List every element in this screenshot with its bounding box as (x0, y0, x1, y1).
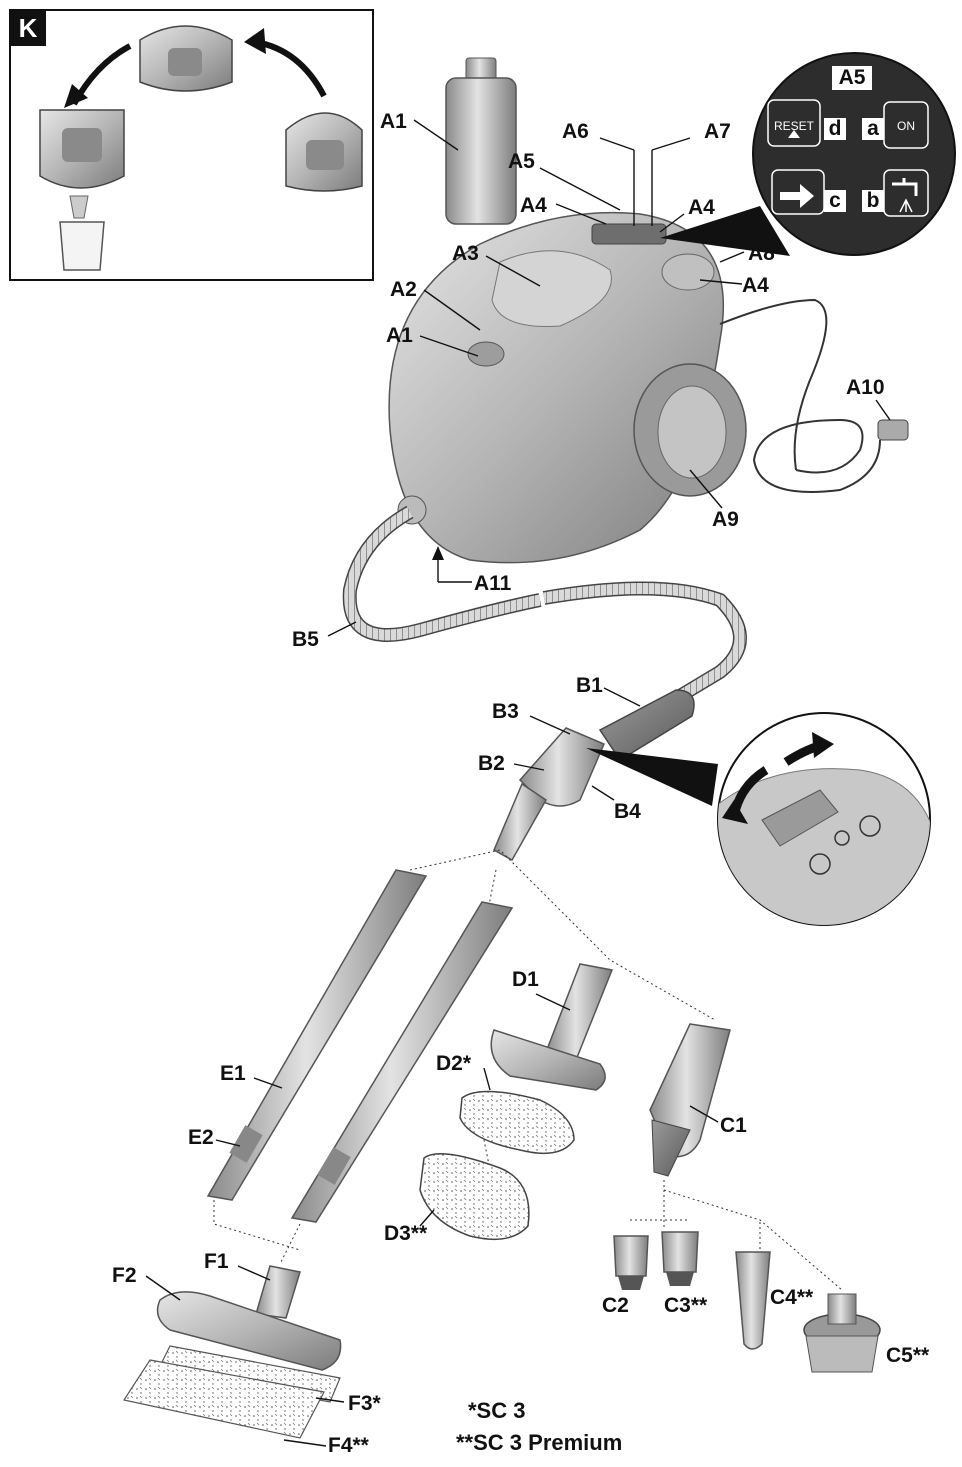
label-b3: B3 (492, 700, 519, 723)
label-a8: A8 (748, 242, 775, 265)
safety-lock-cap (467, 341, 505, 367)
inset-k-badge (10, 10, 46, 46)
label-a5: A5 (508, 150, 535, 173)
floor-nozzle-joint (255, 1265, 301, 1319)
label-a9: A9 (712, 508, 739, 531)
inset-k-box: K (9, 9, 374, 281)
label-a11: A11 (474, 572, 512, 595)
terry-cover-d2 (459, 1090, 575, 1155)
panel-title-badge (832, 66, 872, 90)
label-c3: C3** (664, 1294, 708, 1317)
steam-cleaner-unit (388, 211, 747, 564)
label-b4: B4 (614, 800, 641, 823)
label-a10: A10 (846, 376, 885, 399)
panel-zoom: A5 RESET d a ON c b (660, 52, 956, 256)
label-a2: A2 (390, 278, 417, 301)
assembly-guides (213, 849, 843, 1291)
unit-tilted-view (39, 109, 125, 271)
label-d3: D3** (384, 1222, 428, 1245)
inset-k-letter: K (19, 13, 38, 43)
label-a1-body: A1 (386, 324, 413, 347)
switch-zoom (586, 712, 931, 926)
reset-text: RESET (774, 119, 815, 133)
unlock-icon (859, 815, 881, 837)
extension-tubes (206, 869, 514, 1223)
detail-nozzle (649, 1023, 731, 1177)
power-cord (719, 298, 909, 493)
panel-title: A5 (839, 66, 866, 89)
label-b2: B2 (478, 752, 505, 775)
gun-nozzle (493, 782, 547, 862)
power-nozzle-c4 (735, 1251, 771, 1350)
leader-lines (145, 119, 891, 1447)
key-a: a (867, 117, 879, 140)
label-b1: B1 (576, 674, 603, 697)
label-a4-right: A4 (742, 274, 769, 297)
key-d: d (829, 117, 842, 140)
filter-cartridge (445, 57, 517, 225)
steam-hose (342, 505, 747, 703)
microfibre-cover-d3 (419, 1153, 530, 1241)
extension-tube-2 (290, 901, 514, 1223)
label-a4-top: A4 (688, 196, 715, 219)
lock-switch (761, 789, 839, 847)
label-c2: C2 (602, 1294, 629, 1317)
steam-low-icon (834, 830, 850, 846)
gun-handle (598, 689, 695, 762)
label-e1: E1 (220, 1062, 246, 1085)
model-legend: *SC 3 **SC 3 Premium (456, 1398, 622, 1455)
label-c5: C5** (886, 1344, 930, 1367)
legend-sc3: *SC 3 (468, 1398, 525, 1423)
tap-icon (892, 178, 918, 196)
label-c4: C4** (770, 1286, 814, 1309)
label-a7: A7 (704, 120, 731, 143)
control-panel (591, 223, 667, 245)
key-b: b (867, 189, 880, 212)
label-c1: C1 (720, 1114, 747, 1137)
label-a6: A6 (562, 120, 589, 143)
power-plug-icon (877, 419, 909, 441)
unit-upside-down-view (139, 25, 233, 92)
label-e2: E2 (188, 1126, 214, 1149)
on-text: ON (897, 119, 915, 133)
label-a3: A3 (452, 242, 479, 265)
extension-tube-e1 (206, 869, 428, 1201)
label-f1: F1 (204, 1250, 229, 1273)
brush-c2 (613, 1235, 649, 1277)
water-cup-icon (59, 221, 105, 271)
label-f2: F2 (112, 1264, 137, 1287)
label-a4-left: A4 (520, 194, 547, 217)
cloth-f4 (123, 1359, 325, 1439)
label-f4: F4** (328, 1434, 370, 1457)
steam-gun (493, 689, 695, 862)
key-c: c (829, 189, 841, 212)
carry-handle (491, 250, 612, 327)
label-f3: F3* (348, 1392, 382, 1415)
label-a1-filter: A1 (380, 110, 407, 133)
part-labels: A1 A5 A6 A7 A4 A4 A3 A8 A4 A2 A1 A10 A9 … (112, 110, 930, 1457)
legend-sc3-premium: **SC 3 Premium (456, 1430, 622, 1455)
steam-high-icon (809, 853, 831, 875)
brush-c3 (661, 1231, 699, 1273)
label-d2: D2* (436, 1052, 472, 1075)
hand-nozzle (490, 963, 614, 1091)
round-brushes (613, 1231, 881, 1373)
exit-arrow-icon (780, 184, 814, 208)
unit-upright-view (285, 112, 363, 192)
label-d1: D1 (512, 968, 539, 991)
label-b5: B5 (292, 628, 319, 651)
